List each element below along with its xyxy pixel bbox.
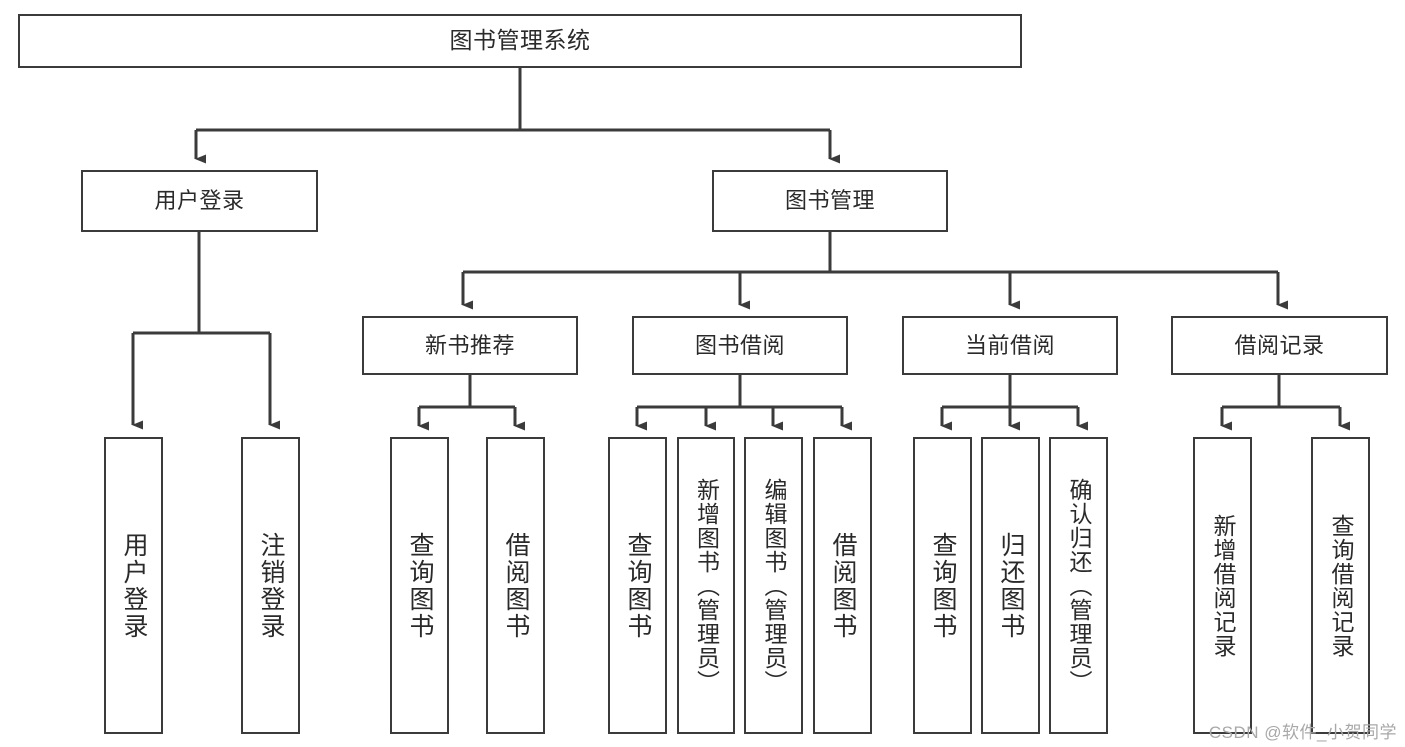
node-borrow-record-label: 借阅记录 <box>1234 332 1325 358</box>
node-book-borrow[interactable]: 图书借阅 <box>632 316 848 375</box>
leaf-logout[interactable]: 注销登录 <box>241 437 300 734</box>
leaf-query-book-1[interactable]: 查询图书 <box>390 437 449 734</box>
leaf-borrow-book-1-label: 借阅图书 <box>502 531 530 640</box>
leaf-borrow-book-1[interactable]: 借阅图书 <box>486 437 545 734</box>
node-user-login-label: 用户登录 <box>154 188 245 214</box>
leaf-confirm-return[interactable]: 确认归还（管理员） <box>1049 437 1108 734</box>
leaf-query-book-3-label: 查询图书 <box>929 531 957 640</box>
node-root-label: 图书管理系统 <box>449 27 591 54</box>
node-book-manage-label: 图书管理 <box>784 188 875 214</box>
node-root[interactable]: 图书管理系统 <box>18 14 1022 68</box>
leaf-borrow-book-2[interactable]: 借阅图书 <box>813 437 872 734</box>
leaf-query-book-2[interactable]: 查询图书 <box>608 437 667 734</box>
node-current-borrow[interactable]: 当前借阅 <box>902 316 1118 375</box>
leaf-edit-book-label: 编辑图书（管理员） <box>761 477 787 694</box>
node-borrow-record[interactable]: 借阅记录 <box>1171 316 1388 375</box>
node-book-manage[interactable]: 图书管理 <box>712 170 948 232</box>
leaf-add-book[interactable]: 新增图书（管理员） <box>677 437 735 734</box>
leaf-add-record[interactable]: 新增借阅记录 <box>1193 437 1252 734</box>
leaf-logout-label: 注销登录 <box>257 531 285 640</box>
leaf-borrow-book-2-label: 借阅图书 <box>829 531 857 640</box>
leaf-user-login-label: 用户登录 <box>120 531 148 640</box>
node-current-borrow-label: 当前借阅 <box>964 332 1055 358</box>
node-user-login[interactable]: 用户登录 <box>81 170 318 232</box>
leaf-query-book-2-label: 查询图书 <box>624 531 652 640</box>
leaf-add-book-label: 新增图书（管理员） <box>693 477 720 694</box>
leaf-return-book-label: 归还图书 <box>997 531 1025 640</box>
node-book-borrow-label: 图书借阅 <box>694 332 785 358</box>
leaf-return-book[interactable]: 归还图书 <box>981 437 1040 734</box>
csdn-watermark: CSDN @软件_小贺同学 <box>1208 723 1397 742</box>
leaf-query-book-3[interactable]: 查询图书 <box>913 437 972 734</box>
leaf-confirm-return-label: 确认归还（管理员） <box>1066 477 1092 694</box>
leaf-edit-book[interactable]: 编辑图书（管理员） <box>744 437 803 734</box>
node-new-book-recommend[interactable]: 新书推荐 <box>362 316 578 375</box>
leaf-user-login[interactable]: 用户登录 <box>104 437 163 734</box>
leaf-add-record-label: 新增借阅记录 <box>1210 513 1236 658</box>
leaf-query-record-label: 查询借阅记录 <box>1328 513 1354 658</box>
node-new-book-recommend-label: 新书推荐 <box>424 332 515 358</box>
leaf-query-book-1-label: 查询图书 <box>406 531 434 640</box>
leaf-query-record[interactable]: 查询借阅记录 <box>1311 437 1370 734</box>
